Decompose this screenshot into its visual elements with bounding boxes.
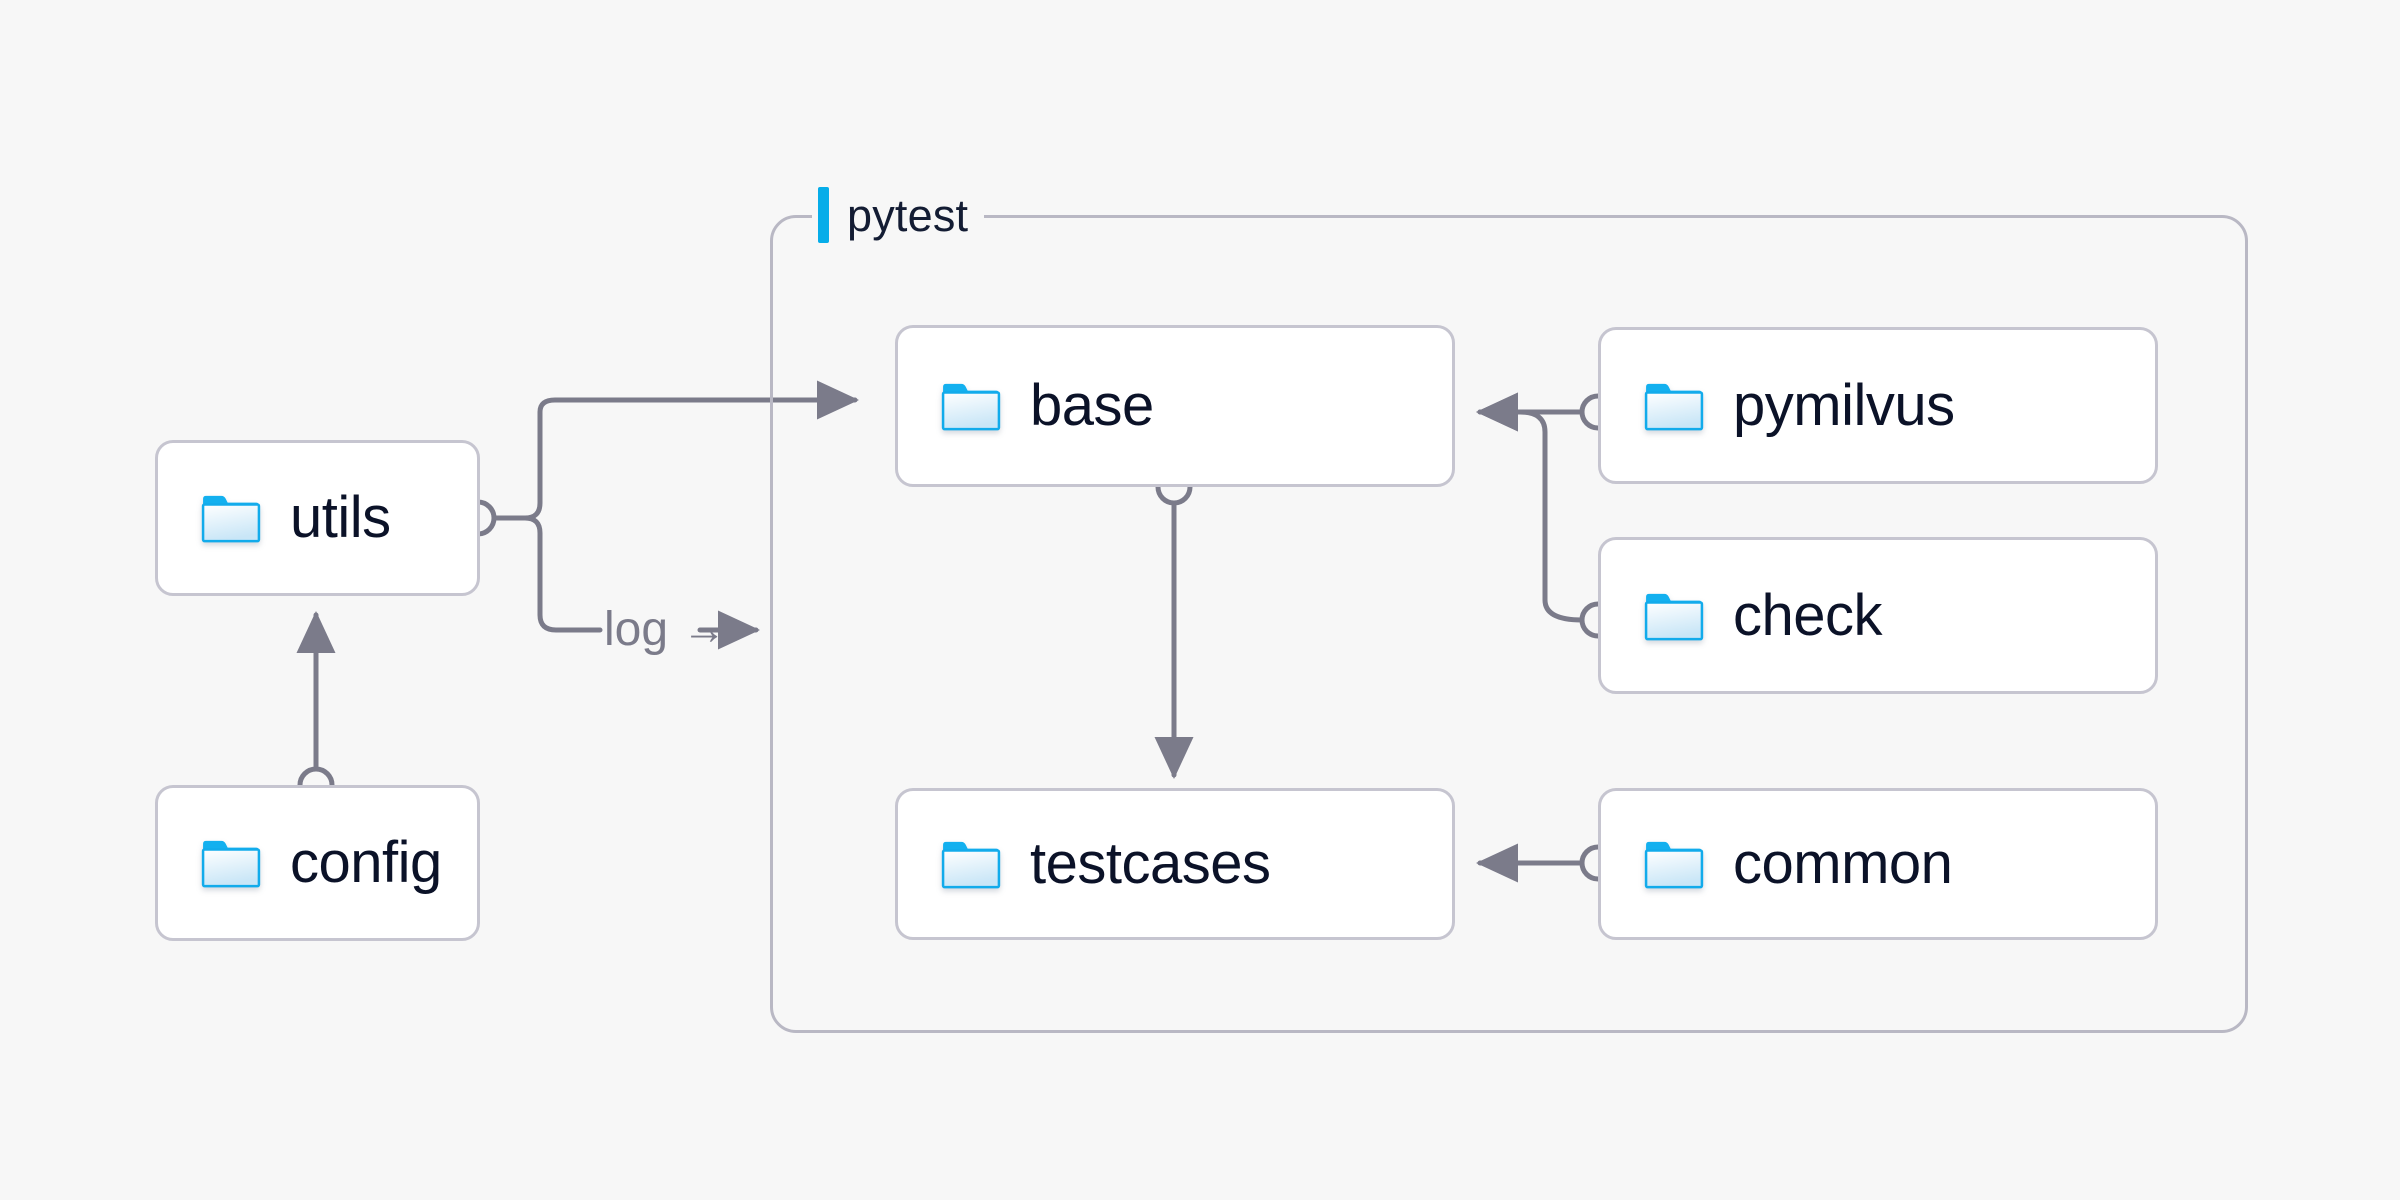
arrow-right-icon: → xyxy=(682,605,727,654)
node-check-label: check xyxy=(1733,582,1883,648)
edge-utils-log xyxy=(494,515,603,633)
group-accent-bar xyxy=(818,187,829,243)
node-pymilvus-label: pymilvus xyxy=(1733,372,1955,438)
folder-icon xyxy=(201,840,261,888)
folder-icon xyxy=(941,383,1001,431)
node-base-label: base xyxy=(1030,373,1154,438)
node-common[interactable]: common xyxy=(1598,788,2158,940)
node-base[interactable]: base xyxy=(895,325,1455,487)
group-pytest-label: pytest xyxy=(847,189,969,241)
node-utils[interactable]: utils xyxy=(155,440,480,596)
node-pymilvus[interactable]: pymilvus xyxy=(1598,327,2158,484)
node-common-label: common xyxy=(1733,831,1953,896)
edge-label-log-text: log xyxy=(604,603,669,656)
node-check[interactable]: check xyxy=(1598,537,2158,694)
folder-icon xyxy=(1644,383,1704,430)
node-config-label: config xyxy=(290,830,442,895)
node-testcases[interactable]: testcases xyxy=(895,788,1455,940)
folder-icon xyxy=(1644,593,1704,640)
node-config[interactable]: config xyxy=(155,785,480,941)
node-testcases-label: testcases xyxy=(1030,831,1271,896)
folder-icon xyxy=(941,841,1001,889)
node-utils-label: utils xyxy=(290,485,391,550)
folder-icon xyxy=(201,495,261,543)
group-pytest[interactable] xyxy=(770,215,2248,1033)
edge-label-log: log → xyxy=(604,606,726,654)
group-pytest-label-wrap[interactable]: pytest xyxy=(812,187,985,243)
folder-icon xyxy=(1644,841,1704,889)
